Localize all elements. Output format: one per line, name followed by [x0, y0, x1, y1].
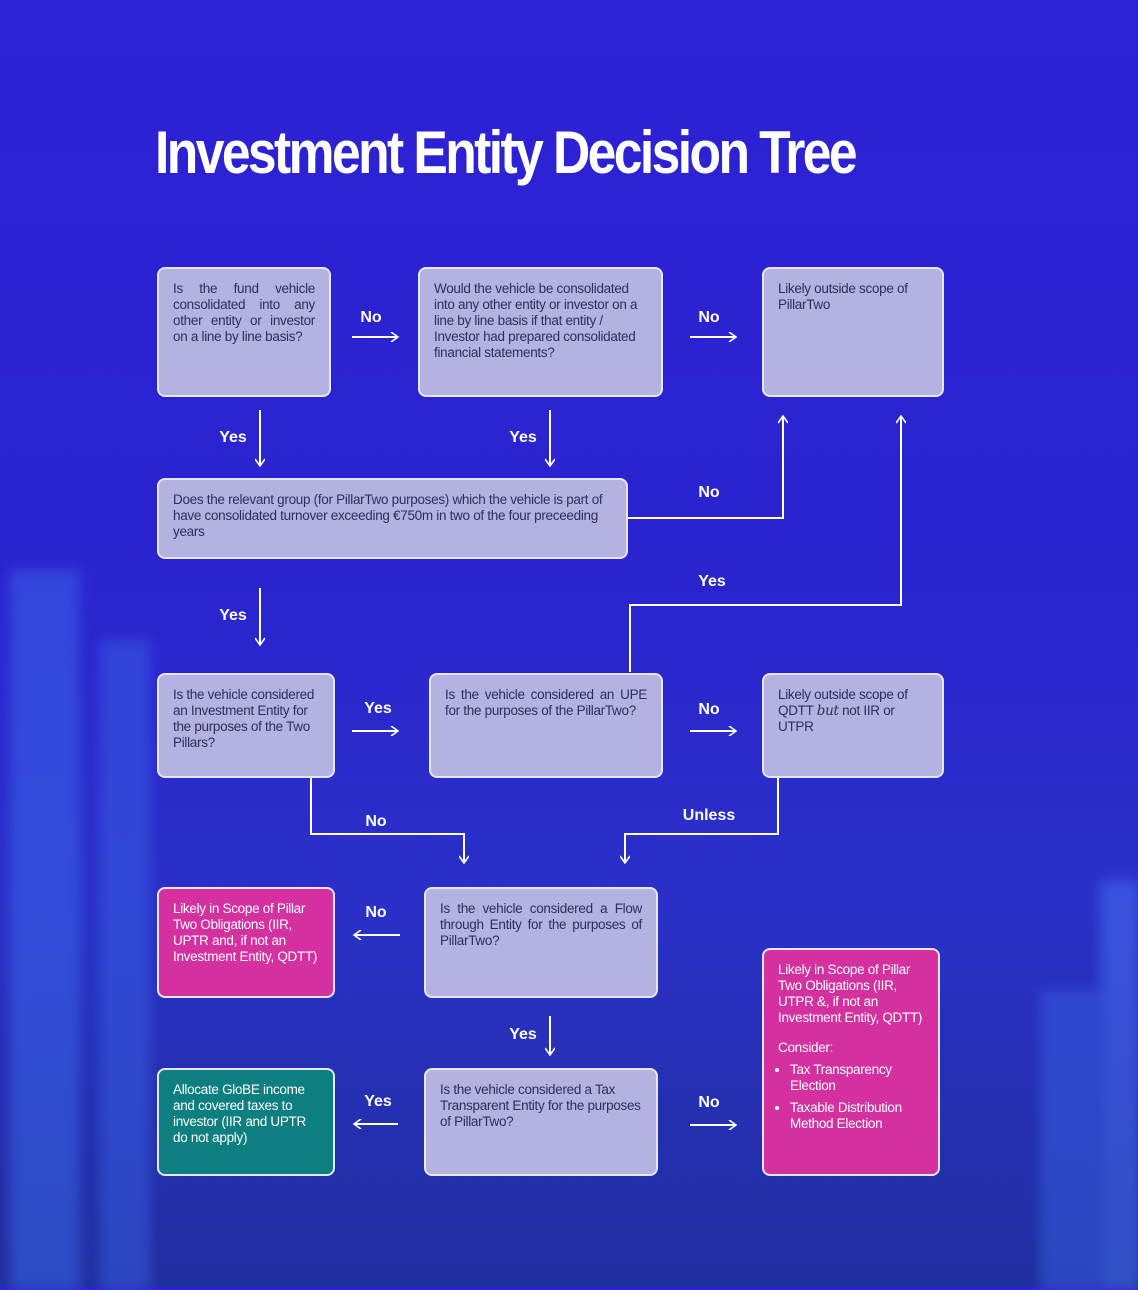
edge-label: No	[698, 1094, 720, 1111]
edge-label: No	[360, 309, 382, 326]
edge-label: Yes	[364, 1093, 392, 1110]
arrow	[625, 778, 779, 863]
background-bar	[1100, 880, 1138, 1290]
edge-label: Yes	[219, 607, 247, 624]
outcome-allocate: Allocate GloBE income and covered taxes …	[157, 1068, 335, 1176]
edge-label: Yes	[219, 429, 247, 446]
edge-label: Yes	[698, 573, 726, 590]
background-bar	[10, 570, 80, 1290]
outcome-in-scope: Likely in Scope of Pillar Two Obligation…	[157, 887, 335, 998]
edge-label: Yes	[509, 429, 537, 446]
edge-label: No	[698, 701, 720, 718]
question-investment-entity: Is the vehicle considered an Investment …	[157, 673, 335, 778]
background-bar	[100, 640, 150, 1290]
arrow	[628, 416, 783, 519]
edge-label: Yes	[364, 700, 392, 717]
consider-list: Tax Transparency Election Taxable Distri…	[778, 1062, 924, 1132]
question-tax-transparent: Is the vehicle considered a Tax Transpar…	[424, 1068, 658, 1176]
background-bar	[1040, 990, 1100, 1290]
edge-label: No	[698, 484, 720, 501]
question-turnover: Does the relevant group (for PillarTwo p…	[157, 478, 628, 559]
outcome-outside-qdtt: Likely outside scope of QDTT but not IIR…	[762, 673, 944, 778]
question-flow-through: Is the vehicle considered a Flow through…	[424, 887, 658, 998]
edge-label: No	[698, 309, 720, 326]
question-consolidated: Is the fund vehicle consolidated into an…	[157, 267, 331, 397]
edge-label: Yes	[509, 1026, 537, 1043]
outcome-in-scope-consider: Likely in Scope of Pillar Two Obligation…	[762, 948, 940, 1176]
edge-label: No	[365, 904, 387, 921]
consider-item: Taxable Distribution Method Election	[790, 1100, 924, 1132]
page-title: Investment Entity Decision Tree	[155, 119, 858, 186]
consider-item: Tax Transparency Election	[790, 1062, 924, 1094]
question-upe: Is the vehicle considered an UPE for the…	[429, 673, 663, 778]
question-would-consolidate: Would the vehicle be consolidated into a…	[418, 267, 663, 397]
edge-label: No	[365, 813, 387, 830]
edge-label: Unless	[682, 807, 736, 824]
outcome-outside-scope: Likely outside scope of PillarTwo	[762, 267, 944, 397]
arrow	[310, 778, 464, 863]
arrow	[629, 416, 901, 672]
